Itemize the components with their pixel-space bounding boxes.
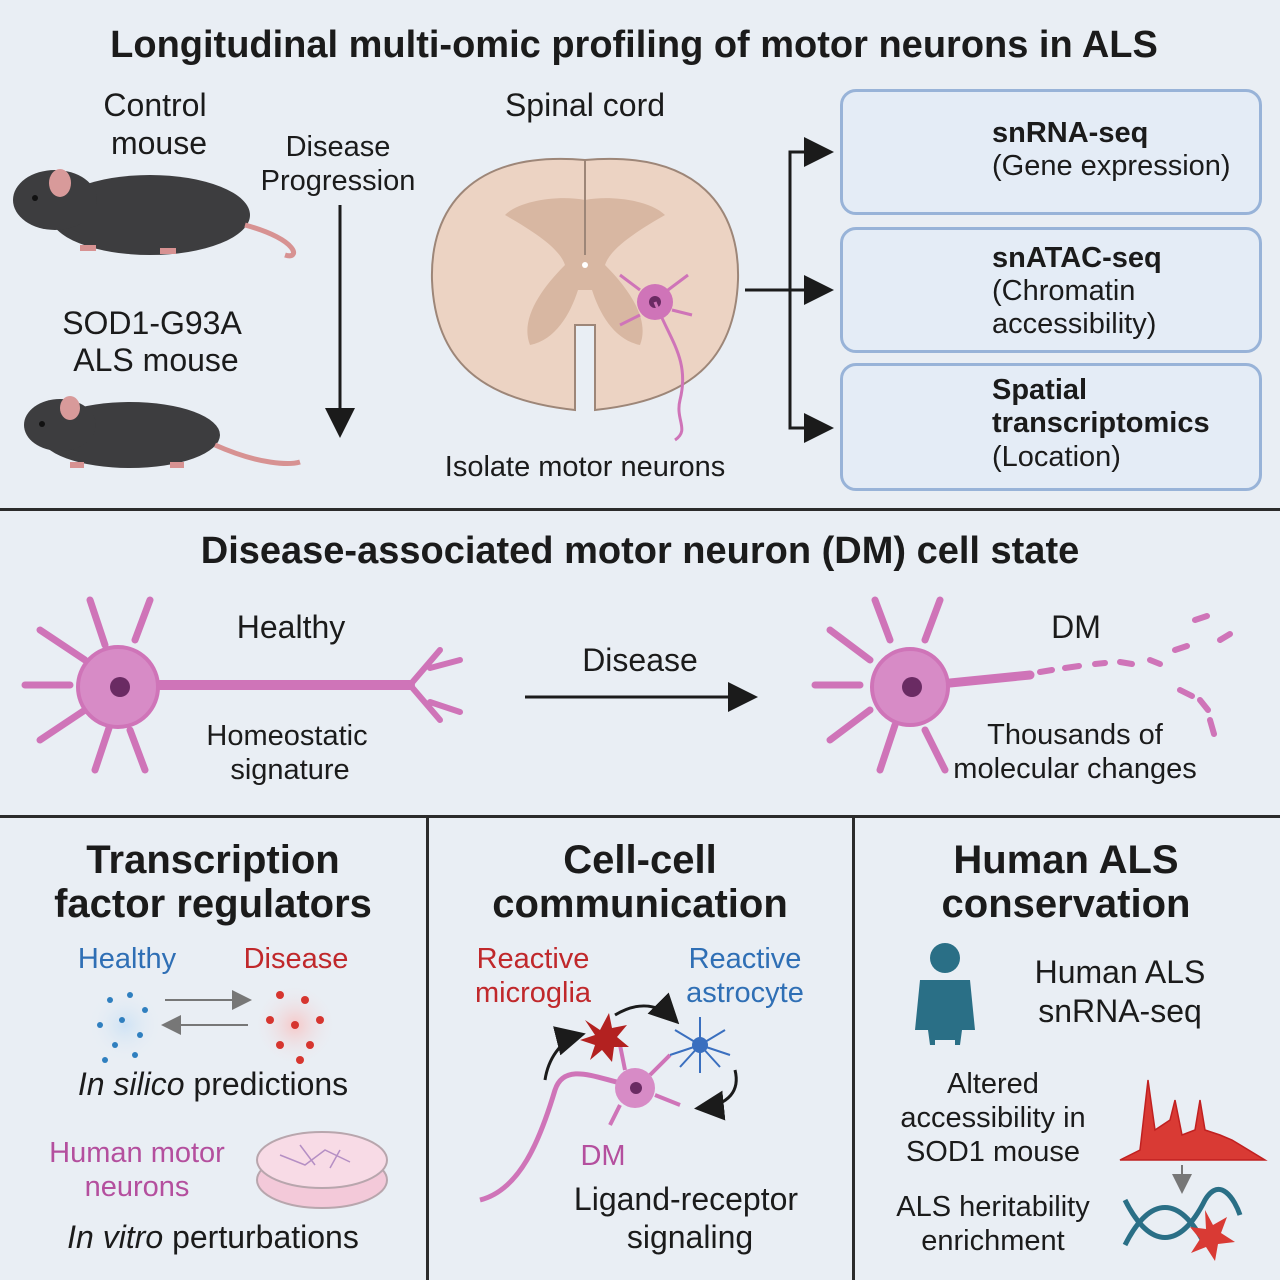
accessibility-peaks-icon xyxy=(1119,1079,1268,1161)
dm-section-title: Disease-associated motor neuron (DM) cel… xyxy=(200,530,1080,572)
tf-healthy-label: Healthy xyxy=(77,943,177,975)
assay-branch-arrows xyxy=(745,137,834,443)
assay-box-spatial xyxy=(840,363,1262,491)
astrocyte-label: Reactive xyxy=(688,943,802,975)
control-mouse-icon xyxy=(13,169,296,259)
disease-progression-label-2: Progression xyxy=(260,165,416,197)
snrna-desc: (Gene expression) xyxy=(992,150,1231,182)
main-title: Longitudinal multi-omic profiling of mot… xyxy=(110,24,1158,66)
petri-dish-icon xyxy=(256,1131,388,1209)
spinal-cord-label: Spinal cord xyxy=(504,87,666,123)
in-vitro-label: In vitro perturbations xyxy=(67,1219,359,1255)
als-mouse-label-2: ALS mouse xyxy=(73,342,239,378)
human-title-2: conservation xyxy=(941,882,1191,926)
divider-top xyxy=(0,508,1280,511)
tf-title: Transcription xyxy=(86,838,340,882)
altered-label: Altered xyxy=(947,1068,1039,1100)
assay-box-snatac xyxy=(840,227,1262,353)
snatac-desc-2: accessibility) xyxy=(992,308,1157,340)
altered-label-2: accessibility in xyxy=(900,1102,1086,1134)
human-snrna-label: Human ALS xyxy=(1034,954,1206,990)
disease-progression-label: Disease xyxy=(285,131,391,163)
tf-disease-label: Disease xyxy=(243,943,349,975)
isolate-label: Isolate motor neurons xyxy=(444,451,726,483)
homeostatic-label: Homeostatic xyxy=(206,720,368,752)
snatac-title: snATAC-seq xyxy=(992,242,1162,274)
snatac-desc: (Chromatin xyxy=(992,275,1136,307)
spinal-cord-icon xyxy=(430,157,740,442)
signaling-label-2: signaling xyxy=(626,1219,754,1255)
human-icon xyxy=(915,943,975,1045)
cell-communication-icon xyxy=(479,992,738,1203)
control-mouse-label-2: mouse xyxy=(110,125,208,161)
human-snrna-label-2: snRNA-seq xyxy=(1038,993,1202,1029)
in-silico-label: In silico predictions xyxy=(77,1066,349,1102)
homeostatic-label-2: signature xyxy=(230,754,350,786)
microglia-label: Reactive xyxy=(476,943,590,975)
healthy-label: Healthy xyxy=(236,609,346,645)
astrocyte-label-2: astrocyte xyxy=(686,977,804,1009)
snrna-title: snRNA-seq xyxy=(992,117,1149,149)
als-mouse-icon xyxy=(24,396,301,468)
heritability-label-2: enrichment xyxy=(921,1225,1065,1257)
disease-arrow-label: Disease xyxy=(582,642,698,678)
healthy-neuron-icon xyxy=(21,596,463,774)
spatial-title-2: transcriptomics xyxy=(992,407,1210,439)
tf-clusters-icon xyxy=(87,983,337,1067)
dna-helix-icon xyxy=(1122,1186,1243,1261)
spatial-title: Spatial xyxy=(992,374,1088,406)
divider-bottom-left xyxy=(426,818,429,1280)
dm-label: DM xyxy=(1051,609,1101,645)
human-title: Human ALS xyxy=(953,838,1179,882)
ccc-dm-label: DM xyxy=(580,1140,626,1172)
spatial-desc: (Location) xyxy=(992,441,1121,473)
tf-title-2: factor regulators xyxy=(54,882,372,926)
assay-box-snrna xyxy=(840,89,1262,215)
microglia-label-2: microglia xyxy=(474,977,592,1009)
dm-neuron-icon xyxy=(811,596,1233,774)
changes-label-2: molecular changes xyxy=(953,753,1197,785)
human-mn-label-2: neurons xyxy=(84,1171,190,1203)
heritability-label: ALS heritability xyxy=(896,1191,1090,1223)
als-mouse-label: SOD1-G93A xyxy=(62,305,242,341)
divider-middle xyxy=(0,815,1280,818)
divider-bottom-right xyxy=(852,818,855,1280)
human-mn-label: Human motor xyxy=(49,1137,225,1169)
signaling-label: Ligand-receptor xyxy=(573,1181,799,1217)
altered-label-3: SOD1 mouse xyxy=(905,1136,1081,1168)
ccc-title: Cell-cell xyxy=(563,838,717,882)
ccc-title-2: communication xyxy=(492,882,788,926)
control-mouse-label: Control xyxy=(103,87,207,123)
changes-label: Thousands of xyxy=(987,719,1163,751)
